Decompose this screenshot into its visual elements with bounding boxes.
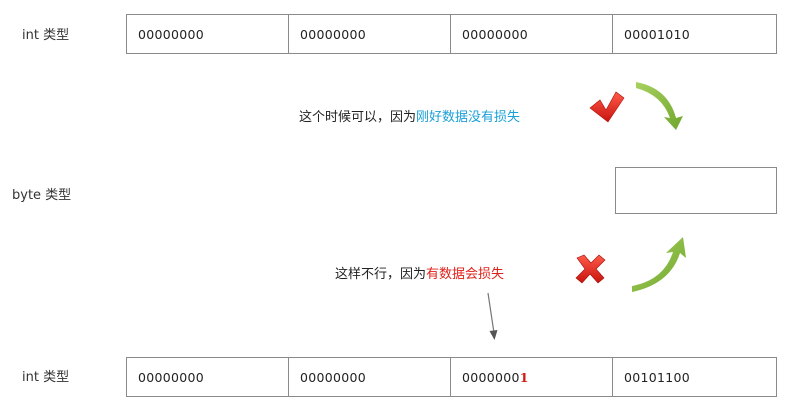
top-int-bytes-row: 00000000 00000000 00000000 00001010 (126, 14, 777, 54)
byte-box (615, 167, 777, 214)
curved-arrow-up-icon (632, 237, 686, 292)
top-byte-cell-3: 00000000 (451, 15, 613, 53)
bottom-byte-cell-3-red-bit: 1 (519, 369, 529, 385)
byte-label: byte 类型 (12, 188, 72, 203)
top-int-label: int 类型 (22, 28, 70, 43)
note-ok-prefix: 这个时候可以，因为 (299, 110, 417, 125)
note-ok: 这个时候可以，因为刚好数据没有损失 (299, 106, 520, 125)
top-byte-cell-2: 00000000 (289, 15, 451, 53)
bottom-byte-cell-4: 00101100 (624, 369, 691, 385)
bottom-byte-cell-2: 00000000 (289, 358, 451, 396)
note-fail: 这样不行，因为有数据会损失 (335, 263, 504, 282)
bottom-byte-cell-3-prefix: 0000000 (462, 369, 520, 385)
curved-arrow-down-icon (636, 82, 683, 130)
top-byte-cell-4: 00001010 (624, 26, 691, 42)
checkmark-icon (589, 91, 625, 123)
note-fail-highlight: 有数据会损失 (426, 267, 505, 282)
pointer-arrow-icon (487, 292, 498, 340)
bottom-int-label: int 类型 (22, 370, 70, 385)
cross-icon (575, 254, 606, 284)
note-ok-highlight: 刚好数据没有损失 (416, 110, 521, 125)
note-fail-prefix: 这样不行，因为 (335, 267, 427, 282)
bottom-byte-cell-1: 00000000 (127, 358, 289, 396)
top-byte-cell-1: 00000000 (127, 15, 289, 53)
